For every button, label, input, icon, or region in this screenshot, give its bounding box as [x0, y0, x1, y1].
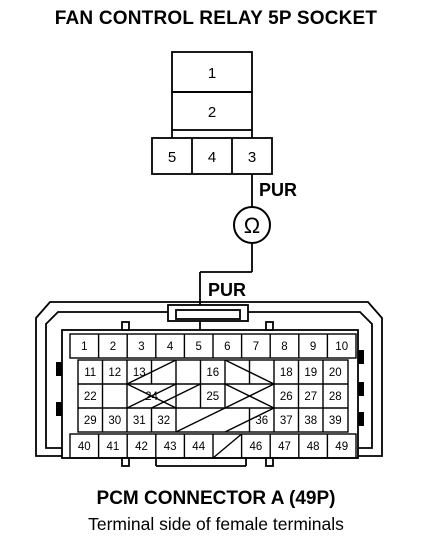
pcm-terminal-5: 5 — [195, 341, 201, 353]
pcm-terminal-48: 48 — [307, 441, 320, 453]
ohmmeter-icon — [233, 206, 271, 244]
relay-terminal-2-cell — [171, 91, 253, 131]
pcm-terminal-18: 18 — [280, 367, 293, 379]
pcm-terminal-13: 13 — [133, 367, 146, 379]
side-locks — [56, 350, 364, 426]
pcm-terminal-11: 11 — [84, 367, 96, 379]
pcm-terminal-44: 44 — [192, 441, 205, 453]
pcm-terminal-3: 3 — [138, 341, 144, 353]
pcm-terminal-40: 40 — [78, 441, 91, 453]
relay-bottom-row — [151, 137, 273, 175]
pcm-connector-title: PCM CONNECTOR A (49P) — [96, 488, 336, 509]
pcm-terminal-43: 43 — [164, 441, 177, 453]
pcm-terminal-47: 47 — [278, 441, 291, 453]
pcm-terminal-46: 46 — [250, 441, 263, 453]
pcm-terminal-20: 20 — [329, 367, 342, 379]
ohm-symbol: Ω — [244, 213, 260, 238]
relay-socket — [151, 51, 273, 175]
pcm-terminal-38: 38 — [304, 415, 317, 427]
wire-label-upper: PUR — [259, 180, 297, 200]
relay-socket-title: FAN CONTROL RELAY 5P SOCKET — [54, 8, 378, 29]
pcm-terminal-24: 24 — [145, 391, 158, 403]
pcm-terminal-1: 1 — [81, 341, 87, 353]
pcm-terminal-9: 9 — [310, 341, 316, 353]
pcm-terminal-12: 12 — [108, 367, 121, 379]
pcm-terminal-30: 30 — [108, 415, 121, 427]
pcm-terminal-25: 25 — [206, 391, 219, 403]
pcm-terminal-4: 4 — [167, 341, 174, 353]
pcm-terminal-31: 31 — [133, 415, 146, 427]
pcm-terminal-49: 49 — [335, 441, 348, 453]
pcm-terminal-grid — [69, 333, 357, 459]
pcm-terminal-41: 41 — [107, 441, 120, 453]
pcm-terminal-19: 19 — [304, 367, 317, 379]
pcm-terminal-6: 6 — [224, 341, 230, 353]
pcm-terminal-27: 27 — [304, 391, 317, 403]
pcm-terminal-10: 10 — [335, 341, 348, 353]
pcm-terminal-36: 36 — [255, 415, 268, 427]
pcm-terminal-16: 16 — [206, 367, 219, 379]
pcm-terminal-26: 26 — [280, 391, 293, 403]
relay-terminal-1: 1 — [208, 65, 216, 82]
pcm-connector-housing — [35, 301, 383, 467]
pcm-terminal-29: 29 — [84, 415, 97, 427]
pcm-connector-subtitle: Terminal side of female terminals — [88, 514, 344, 534]
relay-terminal-5: 5 — [168, 149, 176, 166]
relay-terminal-3: 3 — [248, 149, 256, 166]
pcm-terminal-22: 22 — [84, 391, 97, 403]
pcm-terminal-28: 28 — [329, 391, 342, 403]
pcm-terminal-7: 7 — [253, 341, 259, 353]
relay-terminal-4: 4 — [208, 149, 216, 166]
pcm-terminal-39: 39 — [329, 415, 342, 427]
relay-terminal-2: 2 — [208, 104, 216, 121]
pcm-terminal-32: 32 — [157, 415, 170, 427]
pcm-terminal-42: 42 — [135, 441, 148, 453]
wire-label-lower: PUR — [208, 280, 246, 300]
pcm-terminal-2: 2 — [110, 341, 116, 353]
pcm-terminal-37: 37 — [280, 415, 293, 427]
test-leads — [199, 174, 271, 336]
pcm-terminal-8: 8 — [281, 341, 287, 353]
